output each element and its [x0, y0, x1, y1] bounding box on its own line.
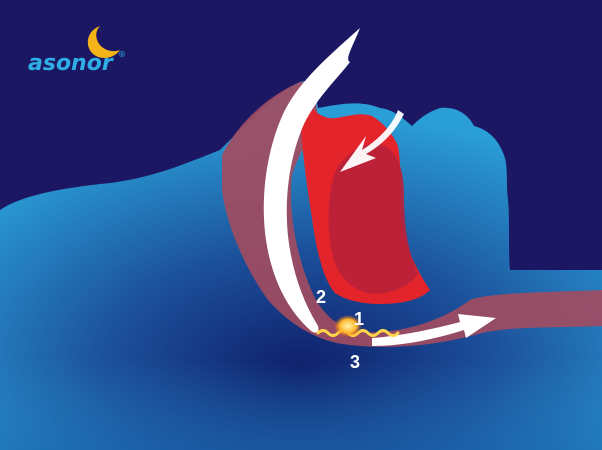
label-2: 2	[316, 287, 326, 307]
label-3: 3	[350, 352, 360, 372]
head-bottom-shade	[0, 360, 602, 450]
brand-name: asonor	[28, 51, 114, 76]
brand-registered-mark: ®	[118, 50, 126, 59]
label-1: 1	[354, 309, 364, 329]
